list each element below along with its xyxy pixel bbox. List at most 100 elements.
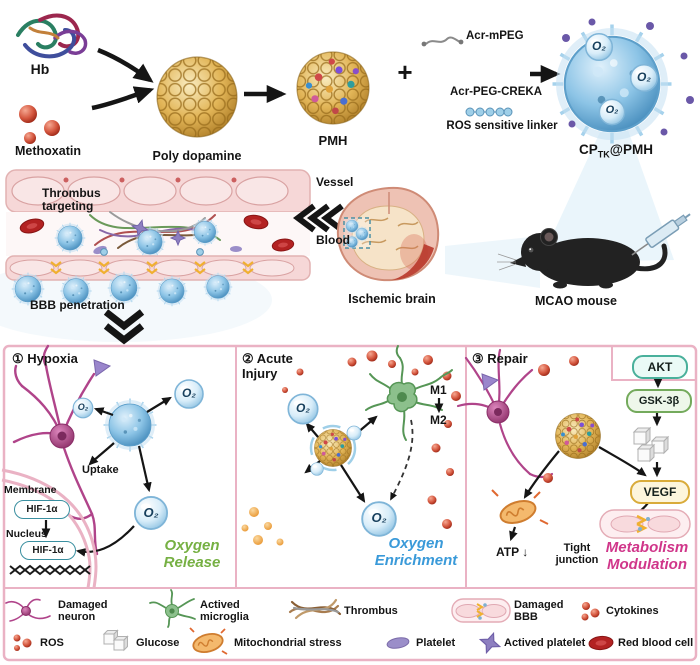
damaged-neuron-icon — [5, 598, 51, 622]
platelet — [230, 246, 242, 252]
panel1-art — [1, 344, 204, 589]
hb-protein-icon — [16, 13, 88, 59]
thrombus-icon — [288, 598, 342, 620]
metabolism-modulation-tagline: Metabolism Modulation — [605, 539, 689, 573]
panel3-art — [456, 346, 696, 542]
targeting-peptide-dots — [562, 18, 694, 136]
tight-junction-bbb — [599, 509, 691, 539]
legend-red-blood-cell: Red blood cell — [618, 637, 694, 649]
ischemic-brain — [336, 186, 440, 282]
plus-sign: + — [397, 57, 413, 87]
m2-label: M2 — [430, 413, 447, 427]
glucose-cubes — [632, 426, 670, 463]
mouse-whiskers — [497, 253, 517, 271]
mcao-mouse-label: MCAO mouse — [535, 294, 617, 308]
gsk3b-box: GSK-3β — [626, 389, 692, 413]
legend-damaged-neuron: Damaged neuron — [58, 599, 108, 624]
panel1-title: ① Hypoxia — [12, 351, 78, 366]
pmh-sphere — [297, 52, 369, 124]
akt-box: AKT — [632, 355, 688, 379]
o2-label: O₂ — [371, 510, 387, 525]
vegf-box: VEGF — [630, 480, 690, 504]
panel2-title: ② Acute Injury — [242, 351, 293, 381]
o2-label: O₂ — [296, 401, 310, 415]
oxygen-enrichment-tagline: Oxygen Enrichment — [374, 535, 458, 569]
cp-rest: @PMH — [609, 142, 653, 157]
ischemic-brain-label: Ischemic brain — [348, 292, 436, 306]
vessel-wall-top — [5, 169, 311, 213]
oxygen-release-arrows — [41, 396, 172, 557]
vessel-label: Vessel — [316, 175, 354, 189]
legend-actived-platelet: Actived platelet — [504, 637, 586, 649]
nucleus-label: Nucleus — [6, 528, 47, 540]
mitochondrial-stress-dots — [241, 507, 284, 546]
hb-label: Hb — [30, 61, 50, 77]
membrane-curve — [1, 468, 98, 589]
tight-junction-label: Tight junction — [555, 542, 599, 567]
actived-microglia-icon — [149, 589, 196, 628]
pmh-sphere — [556, 414, 601, 459]
acr-mpeg-label: Acr-mPEG — [466, 30, 524, 42]
panel3-title: ③ Repair — [472, 351, 528, 366]
legend-mitochondrial-stress: Mitochondrial stress — [234, 637, 342, 649]
o2-label: O₂ — [182, 386, 196, 400]
o2-label: O₂ — [77, 402, 89, 412]
chevrons-down-icon — [103, 309, 145, 345]
pmh-label: PMH — [318, 133, 348, 148]
legend-actived-microglia: Actived microglia — [200, 599, 249, 624]
panel2-art — [241, 345, 461, 546]
actived-microglia — [365, 345, 453, 441]
actived-platelet — [93, 359, 112, 377]
blood-label: Blood — [316, 233, 350, 247]
cytokine-dots — [282, 350, 461, 529]
cp-sub: TK — [597, 149, 610, 160]
cp-tk-pmh-label: CPTK@PMH — [568, 142, 664, 160]
thrombus-targeting-label: Thrombus targeting — [42, 186, 101, 214]
legend-cytokines: Cytokines — [606, 605, 659, 617]
acr-peg-creka-label: Acr-PEG-CREKA — [450, 86, 543, 98]
bbb-opening-icon — [50, 261, 254, 275]
legend-glucose: Glucose — [136, 637, 180, 649]
syringe — [631, 213, 691, 256]
chevrons-left-icon — [293, 203, 344, 233]
hif1a-nucleus-badge: HIF-1α — [20, 541, 76, 560]
shed-coating — [309, 424, 357, 472]
legend-icons — [5, 589, 615, 657]
mouse-tail — [633, 243, 668, 272]
legend-thrombus: Thrombus — [344, 605, 398, 617]
m1-label: M1 — [430, 383, 447, 397]
mitochondria — [491, 489, 549, 525]
legend-damaged-bbb: Damaged BBB — [514, 599, 564, 624]
arrows-to-polydopamine — [91, 47, 155, 111]
atp-label: ATP ↓ — [496, 545, 529, 559]
oxygen-release-tagline: Oxygen Release — [163, 537, 221, 571]
polarization-arrow — [390, 419, 414, 501]
blood-region — [6, 211, 310, 259]
o2-label: O₂ — [592, 39, 606, 53]
o2-bubble — [310, 462, 324, 476]
ros-linker-label: ROS sensitive linker — [446, 120, 558, 132]
hif1a-membrane-badge: HIF-1α — [14, 500, 70, 519]
mcao-mouse — [497, 228, 668, 289]
uptake-label: Uptake — [82, 464, 119, 476]
cp-main: CP — [579, 142, 598, 157]
o2-label: O₂ — [605, 104, 619, 116]
panel-frame — [2, 344, 698, 662]
o2-label: O₂ — [637, 70, 651, 84]
glucose-icon — [102, 629, 129, 652]
acr-mpeg-icon — [421, 36, 464, 47]
o2-label: O₂ — [143, 505, 159, 520]
methoxatin-label: Methoxatin — [15, 144, 81, 158]
actived-platelet — [481, 373, 500, 391]
dna-icon — [9, 564, 91, 576]
platelet-icon — [386, 637, 410, 649]
bbb-wall — [5, 248, 311, 281]
o2-bubble — [346, 425, 362, 441]
legend-ros: ROS — [40, 637, 64, 649]
cytokines-icon — [581, 602, 600, 621]
ros-linker-icon — [465, 107, 513, 117]
pathway-frame — [611, 346, 696, 381]
damaged-bbb-icon — [451, 598, 511, 623]
poly-dopamine-sphere — [156, 56, 238, 138]
